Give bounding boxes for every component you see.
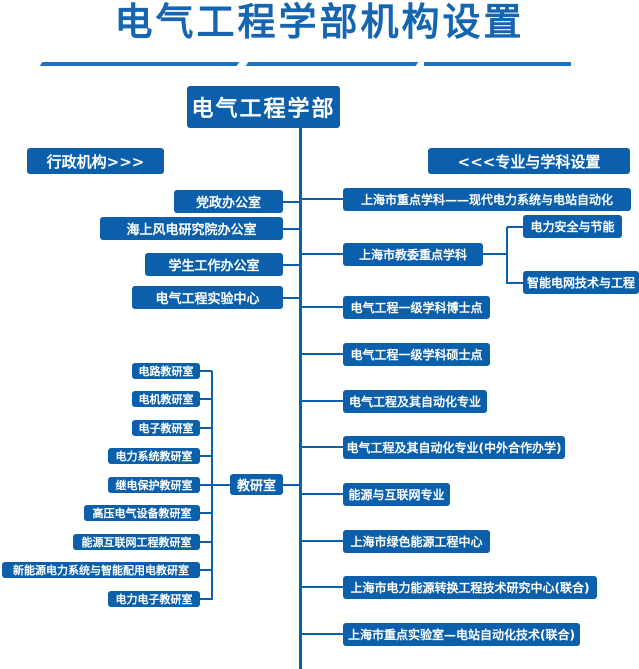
connector-line xyxy=(212,484,230,486)
teaching-room-box[interactable]: 电子教研室 xyxy=(132,420,200,436)
connector-line xyxy=(300,446,343,448)
connector-line xyxy=(300,198,343,200)
admin-office-box[interactable]: 党政办公室 xyxy=(174,190,283,213)
teaching-room-box[interactable]: 电力系统教研室 xyxy=(108,448,200,464)
connector-line xyxy=(507,282,523,284)
connector-line xyxy=(300,633,343,635)
left-header: 行政机构>>> xyxy=(27,148,164,174)
teaching-group-box[interactable]: 教研室 xyxy=(230,474,283,495)
teaching-room-box[interactable]: 电路教研室 xyxy=(132,363,200,379)
admin-office-box[interactable]: 学生工作办公室 xyxy=(145,253,283,276)
connector-line xyxy=(283,297,300,299)
connector-line xyxy=(200,541,212,543)
page-title: 电气工程学部机构设置 xyxy=(114,0,525,44)
trunk-line xyxy=(299,128,302,669)
discipline-box[interactable]: 上海市重点学科——现代电力系统与电站自动化 xyxy=(343,188,631,211)
teaching-room-box[interactable]: 继电保护教研室 xyxy=(108,477,200,493)
root-node[interactable]: 电气工程学部 xyxy=(187,86,340,128)
connector-line xyxy=(300,400,343,402)
teaching-room-box[interactable]: 能源互联网工程教研室 xyxy=(73,534,200,550)
admin-office-box[interactable]: 海上风电研究院办公室 xyxy=(100,217,283,240)
connector-line xyxy=(200,598,212,600)
connector-line xyxy=(300,306,343,308)
discipline-box[interactable]: 上海市重点实验室—电站自动化技术(联合) xyxy=(343,623,580,646)
right-header: <<<专业与学科设置 xyxy=(428,148,630,174)
connector-line xyxy=(283,201,300,203)
teaching-room-box[interactable]: 电力电子教研室 xyxy=(108,591,200,607)
title-underline xyxy=(424,62,571,66)
title-underline xyxy=(39,62,240,66)
connector-line xyxy=(200,484,212,486)
connector-line xyxy=(300,353,343,355)
connector-line xyxy=(200,370,212,372)
bracket-line xyxy=(211,371,213,600)
discipline-box[interactable]: 电气工程及其自动化专业 xyxy=(343,390,487,413)
connector-line xyxy=(200,512,212,514)
connector-line xyxy=(300,253,343,255)
teaching-room-box[interactable]: 电机教研室 xyxy=(132,391,200,407)
discipline-box[interactable]: 上海市电力能源转换工程技术研究中心(联合) xyxy=(343,576,597,599)
connector-line xyxy=(283,228,300,230)
bracket-line xyxy=(506,227,508,284)
teaching-room-box[interactable]: 高压电气设备教研室 xyxy=(84,505,200,521)
connector-line xyxy=(507,226,523,228)
connector-line xyxy=(300,540,343,542)
discipline-box[interactable]: 电气工程及其自动化专业(中外合作办学) xyxy=(343,436,565,459)
connector-line xyxy=(283,484,300,486)
discipline-box[interactable]: 电气工程一级学科硕士点 xyxy=(343,343,490,366)
connector-line xyxy=(483,253,507,255)
connector-line xyxy=(200,398,212,400)
connector-line xyxy=(200,569,212,571)
connector-line xyxy=(300,586,343,588)
admin-office-box[interactable]: 电气工程实验中心 xyxy=(132,286,283,309)
discipline-box[interactable]: 上海市教委重点学科 xyxy=(343,243,483,266)
connector-line xyxy=(283,264,300,266)
connector-line xyxy=(200,455,212,457)
connector-line xyxy=(200,427,212,429)
discipline-box[interactable]: 上海市绿色能源工程中心 xyxy=(343,530,490,553)
teaching-room-box[interactable]: 新能源电力系统与智能配用电教研室 xyxy=(2,562,200,578)
sub-discipline-box[interactable]: 电力安全与节能 xyxy=(523,215,622,238)
discipline-box[interactable]: 电气工程一级学科博士点 xyxy=(343,296,490,319)
sub-discipline-box[interactable]: 智能电网技术与工程 xyxy=(523,271,639,294)
title-underline xyxy=(245,62,419,66)
discipline-box[interactable]: 能源与互联网专业 xyxy=(343,483,450,506)
connector-line xyxy=(300,493,343,495)
